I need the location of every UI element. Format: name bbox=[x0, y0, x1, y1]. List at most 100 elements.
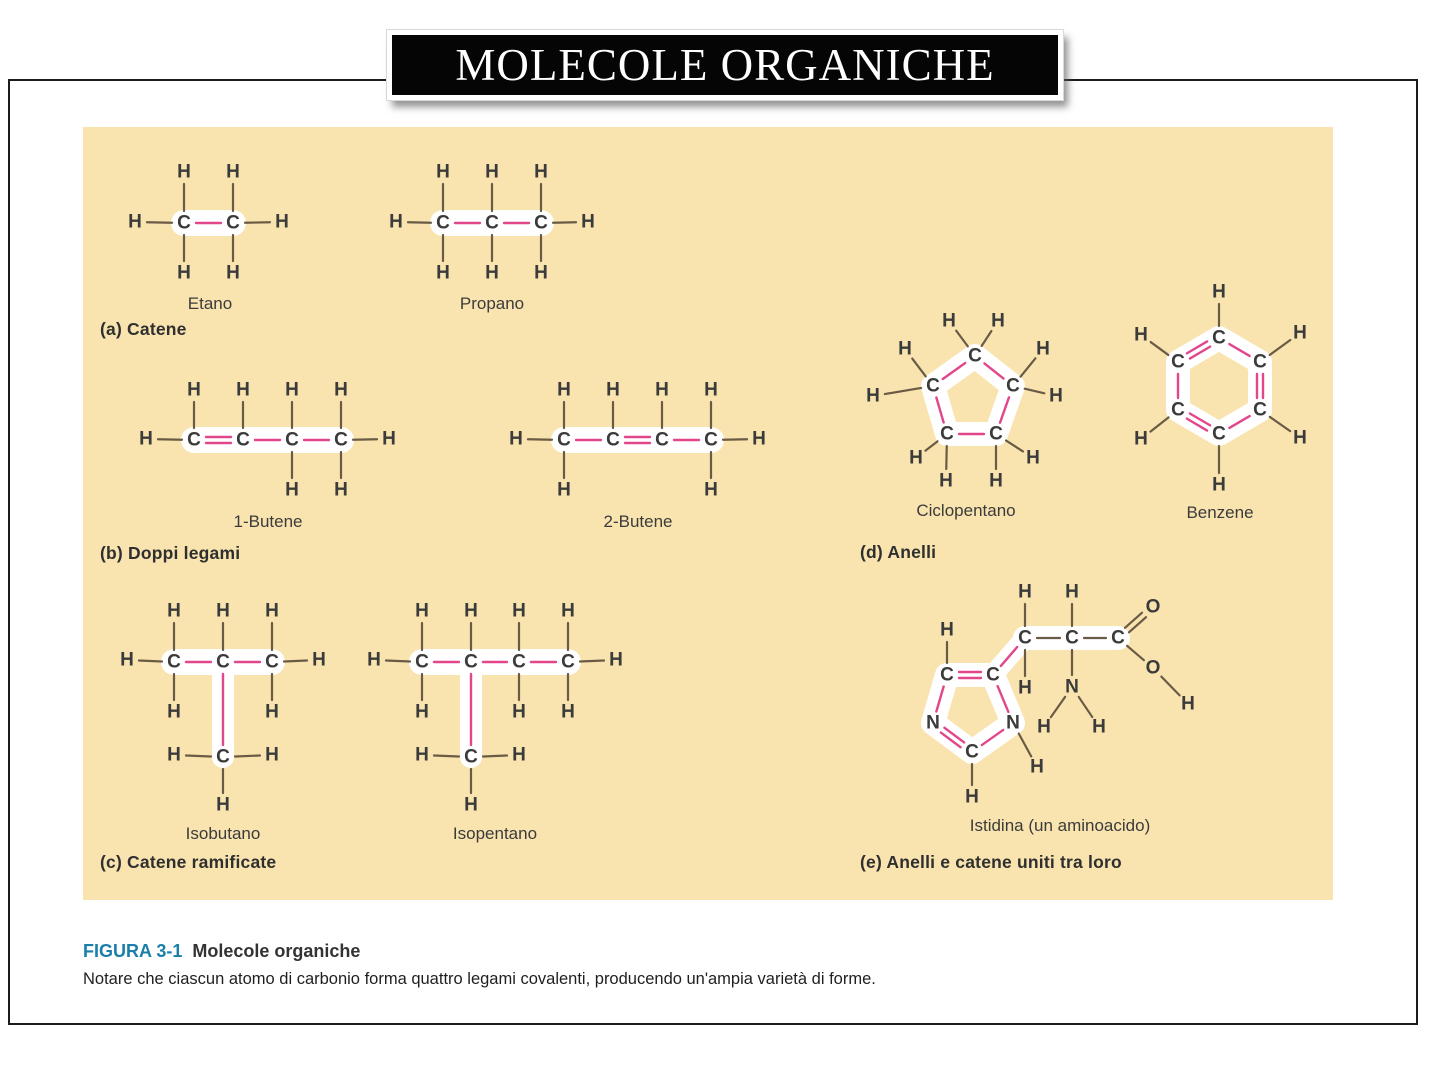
atom-h: H bbox=[557, 380, 571, 401]
atom-c: C bbox=[415, 652, 429, 673]
atom-h: H bbox=[389, 212, 403, 233]
atom-c: C bbox=[226, 213, 240, 234]
atom-c: C bbox=[285, 430, 299, 451]
atom-h: H bbox=[1018, 678, 1032, 699]
atom-h: H bbox=[464, 795, 478, 816]
bond-C4-H4R bbox=[233, 754, 262, 758]
atom-h: H bbox=[561, 601, 575, 622]
atom-h: H bbox=[382, 429, 396, 450]
bond-Cur-Clr bbox=[998, 396, 1011, 424]
atom-h: H bbox=[752, 429, 766, 450]
atom-h: H bbox=[1181, 694, 1195, 715]
atom-c: C bbox=[1111, 628, 1125, 649]
atom-h: H bbox=[512, 702, 526, 723]
molecule-name: 1-Butene bbox=[233, 512, 303, 531]
atom-c: C bbox=[436, 213, 450, 234]
atom-h: H bbox=[909, 448, 923, 469]
bond-Clr-Hlr bbox=[1268, 415, 1292, 433]
atom-h: H bbox=[415, 702, 429, 723]
atom-h: H bbox=[1293, 428, 1307, 449]
atom-h: H bbox=[1293, 323, 1307, 344]
atom-h: H bbox=[436, 162, 450, 183]
caption-title: Molecole organiche bbox=[192, 941, 361, 961]
section-label-e: (e) Anelli e catene uniti tra loro bbox=[860, 852, 1122, 872]
atom-c: C bbox=[561, 652, 575, 673]
atom-h: H bbox=[265, 601, 279, 622]
atom-h: H bbox=[120, 650, 134, 671]
atom-c: C bbox=[216, 652, 230, 673]
atom-h: H bbox=[226, 162, 240, 183]
bond-Cul-Hulu bbox=[911, 357, 927, 378]
molecule-name: 2-Butene bbox=[603, 512, 673, 531]
molecule-name: Ciclopentano bbox=[916, 501, 1016, 520]
molecule-name: Benzene bbox=[1186, 503, 1254, 522]
atom-h: H bbox=[139, 429, 153, 450]
figure-number: FIGURA 3-1 bbox=[83, 941, 183, 961]
bond-highlight bbox=[921, 663, 1025, 764]
atom-c: C bbox=[534, 213, 548, 234]
atom-c: C bbox=[986, 665, 1000, 686]
atom-h: H bbox=[1026, 448, 1040, 469]
atom-h: H bbox=[216, 601, 230, 622]
bond-highlight bbox=[1166, 326, 1272, 446]
bond-C3-HR bbox=[282, 659, 309, 663]
bond-Ct-Cul bbox=[1185, 340, 1209, 355]
bond-Cb-Nl bbox=[943, 726, 966, 744]
molecule-name: Istidina (un aminoacido) bbox=[969, 816, 1151, 835]
atom-c: C bbox=[334, 430, 348, 451]
bond-Cur-Huru bbox=[1019, 357, 1037, 378]
atom-h: H bbox=[704, 380, 718, 401]
atom-h: H bbox=[704, 480, 718, 501]
atom-c: C bbox=[965, 742, 979, 763]
atom-c: C bbox=[1018, 628, 1032, 649]
atom-h: H bbox=[128, 212, 142, 233]
atom-h: H bbox=[485, 162, 499, 183]
atom-h: H bbox=[167, 702, 181, 723]
atom-h: H bbox=[1018, 582, 1032, 603]
atom-h: H bbox=[177, 263, 191, 284]
bond-Cul-Hul bbox=[1149, 340, 1170, 357]
atom-h: H bbox=[991, 311, 1005, 332]
atom-c: C bbox=[464, 747, 478, 768]
atom-h: H bbox=[512, 745, 526, 766]
bond-Ctop-Cul bbox=[941, 361, 967, 381]
atom-h: H bbox=[312, 650, 326, 671]
bond-Cur-Ct bbox=[1228, 342, 1251, 358]
atom-c: C bbox=[1006, 376, 1020, 397]
bond-C3-O1 bbox=[1127, 616, 1148, 634]
atom-h: H bbox=[334, 480, 348, 501]
atom-c: C bbox=[926, 376, 940, 397]
bond-C4-HR bbox=[721, 438, 749, 441]
atom-c: C bbox=[1171, 352, 1185, 373]
bond-HL-C1 bbox=[384, 659, 412, 663]
atom-h: H bbox=[606, 380, 620, 401]
bond-Cll-Hlld bbox=[924, 440, 939, 452]
bond-Cur-Hurr bbox=[1023, 387, 1046, 395]
atom-h: H bbox=[1092, 717, 1106, 738]
atom-n: N bbox=[1065, 677, 1079, 698]
section-label-b: (b) Doppi legami bbox=[100, 543, 241, 563]
atom-h: H bbox=[275, 212, 289, 233]
atom-h: H bbox=[167, 745, 181, 766]
bond-HL-C1 bbox=[145, 221, 174, 224]
atom-h: H bbox=[655, 380, 669, 401]
bond-Nl-Cul bbox=[935, 685, 945, 713]
bond-Nam-Haml bbox=[1049, 695, 1067, 719]
atom-h: H bbox=[216, 795, 230, 816]
atom-c: C bbox=[557, 430, 571, 451]
atom-h: H bbox=[866, 386, 880, 407]
atom-c: C bbox=[177, 213, 191, 234]
caption-body: Notare che ciascun atomo di carbonio for… bbox=[83, 970, 876, 988]
atom-h: H bbox=[1212, 475, 1226, 496]
